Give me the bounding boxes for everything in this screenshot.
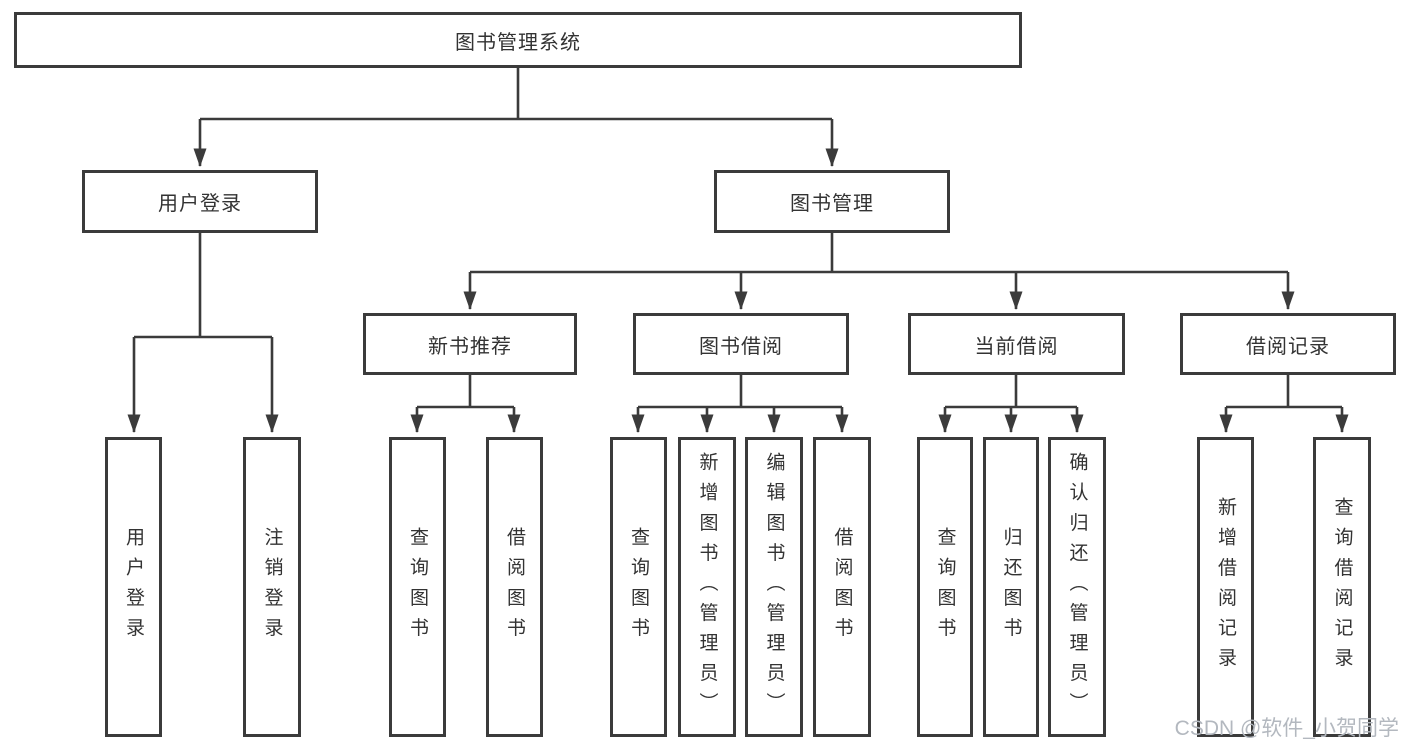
node-new-book-recommendation: 新书推荐 bbox=[363, 313, 577, 375]
node-label: 查询图书 bbox=[407, 526, 428, 648]
node-label: 归还图书 bbox=[1000, 526, 1022, 648]
leaf-query-books-current: 查询图书 bbox=[917, 437, 973, 737]
node-label: 图书管理系统 bbox=[455, 31, 581, 54]
leaf-query-books-recommend: 查询图书 bbox=[389, 437, 446, 737]
leaf-query-books-borrowing: 查询图书 bbox=[610, 437, 667, 737]
node-user-login: 用户登录 bbox=[82, 170, 318, 233]
leaf-borrow-books: 借阅图书 bbox=[813, 437, 871, 737]
leaf-user-login: 用户登录 bbox=[105, 437, 162, 737]
node-label: 查询借阅记录 bbox=[1331, 496, 1353, 678]
node-book-management-system: 图书管理系统 bbox=[14, 12, 1022, 68]
node-label: 用户登录 bbox=[158, 193, 242, 215]
node-borrowing-records: 借阅记录 bbox=[1180, 313, 1396, 375]
node-label: 查询图书 bbox=[934, 526, 956, 648]
leaf-borrow-books-recommend: 借阅图书 bbox=[486, 437, 543, 737]
node-label: 用户登录 bbox=[123, 526, 144, 648]
node-label: 新增借阅记录 bbox=[1215, 496, 1236, 678]
node-label: 新增图书（管理员） bbox=[696, 451, 718, 723]
node-label: 图书管理 bbox=[790, 193, 874, 215]
leaf-confirm-return-admin: 确认归还（管理员） bbox=[1048, 437, 1106, 737]
node-book-management: 图书管理 bbox=[714, 170, 950, 233]
node-label: 当前借阅 bbox=[974, 335, 1059, 358]
leaf-logout: 注销登录 bbox=[243, 437, 301, 737]
node-label: 新书推荐 bbox=[428, 335, 512, 358]
node-label: 借阅图书 bbox=[831, 526, 853, 648]
leaf-return-books: 归还图书 bbox=[983, 437, 1039, 737]
csdn-watermark: CSDN @软件_小贺同学 bbox=[1174, 717, 1399, 740]
node-label: 确认归还（管理员） bbox=[1066, 451, 1088, 723]
node-label: 借阅图书 bbox=[504, 526, 525, 648]
node-label: 查询图书 bbox=[628, 526, 649, 648]
leaf-add-borrow-record: 新增借阅记录 bbox=[1197, 437, 1254, 737]
node-label: 借阅记录 bbox=[1246, 335, 1330, 358]
node-label: 编辑图书（管理员） bbox=[763, 451, 785, 723]
node-label: 注销登录 bbox=[261, 526, 283, 648]
node-current-borrowing: 当前借阅 bbox=[908, 313, 1125, 375]
node-label: 图书借阅 bbox=[699, 335, 783, 358]
leaf-query-borrow-record: 查询借阅记录 bbox=[1313, 437, 1371, 737]
node-book-borrowing: 图书借阅 bbox=[633, 313, 849, 375]
leaf-edit-books-admin: 编辑图书（管理员） bbox=[745, 437, 803, 737]
leaf-add-books-admin: 新增图书（管理员） bbox=[678, 437, 736, 737]
